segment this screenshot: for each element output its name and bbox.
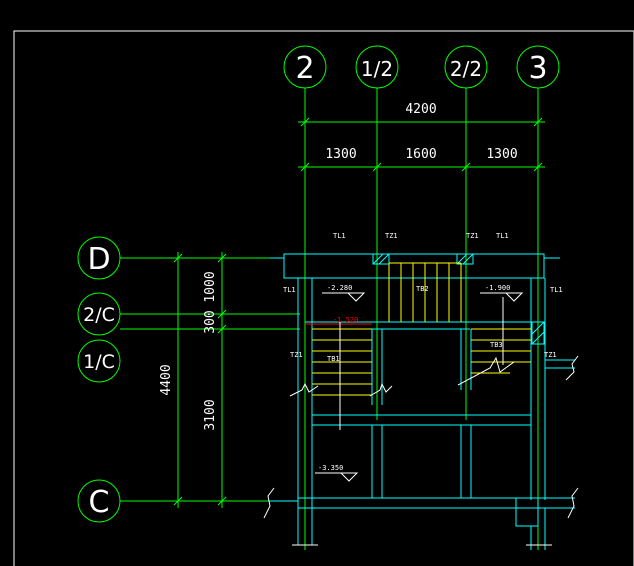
drawing-frame xyxy=(13,30,634,566)
elevation-markers xyxy=(315,292,524,482)
column-hatches xyxy=(372,253,545,345)
label-tz1-left: TZ1 xyxy=(290,351,303,359)
dim-left-seg-1: 1000 xyxy=(203,271,218,302)
structural-labels: TL1 TZ1 TZ1 TL1 TL1 TL1 TB2 TB1 TB3 TZ1 … xyxy=(283,232,563,472)
grid-label-1-2: 1/2 xyxy=(361,57,393,81)
grid-label-c: C xyxy=(89,485,110,520)
label-tb3: TB3 xyxy=(490,341,503,349)
label-tz1-b: TZ1 xyxy=(466,232,479,240)
dim-left-seg-2: 300 xyxy=(203,310,218,333)
stair-flight-top xyxy=(388,262,462,322)
label-tz1-a: TZ1 xyxy=(385,232,398,240)
dim-top-seg-1: 1300 xyxy=(325,147,356,162)
stair-flight-left xyxy=(312,328,372,396)
break-lines xyxy=(263,297,579,546)
label-tb1: TB1 xyxy=(327,355,340,363)
dim-left-seg-3: 3100 xyxy=(203,399,218,430)
grid-label-2-2: 2/2 xyxy=(450,57,482,81)
grid-label-2-c: 2/C xyxy=(83,304,115,326)
label-tl1-left: TL1 xyxy=(283,286,296,294)
label-tl1-top-right: TL1 xyxy=(496,232,509,240)
dim-top-total: 4200 xyxy=(405,102,436,117)
grid-label-3: 3 xyxy=(528,51,547,86)
top-dimension-lines xyxy=(298,117,545,172)
grid-label-1-c: 1/C xyxy=(83,351,115,373)
left-grid-axes xyxy=(77,236,300,523)
label-tb2: TB2 xyxy=(416,285,429,293)
dim-left-total: 4400 xyxy=(159,364,174,395)
label-tz1-right: TZ1 xyxy=(544,351,557,359)
label-tl1-right: TL1 xyxy=(550,286,563,294)
label-elev-bottom: -3.350 xyxy=(318,464,343,472)
grid-label-2: 2 xyxy=(295,51,314,86)
walls xyxy=(270,253,575,550)
dim-top-seg-2: 1600 xyxy=(405,147,436,162)
label-elev-left: -2.280 xyxy=(327,284,352,292)
grid-label-d: D xyxy=(87,242,110,277)
label-elev-right: -1.900 xyxy=(485,284,510,292)
label-elev-red: -1.520 xyxy=(333,316,358,324)
dim-top-seg-3: 1300 xyxy=(486,147,517,162)
stair-flight-right xyxy=(471,328,531,374)
label-tl1-top: TL1 xyxy=(333,232,346,240)
